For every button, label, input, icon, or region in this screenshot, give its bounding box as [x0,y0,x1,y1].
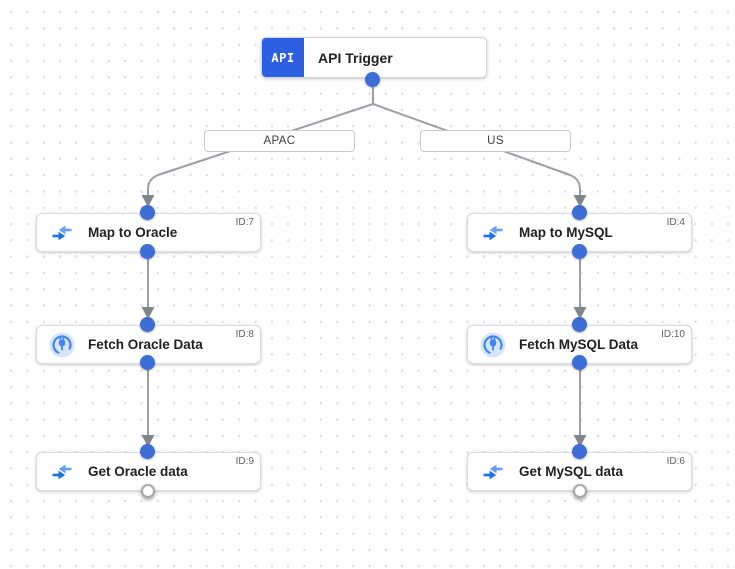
open-output-port[interactable] [141,484,155,498]
task-node-id: ID:4 [666,217,685,228]
api-trigger-node[interactable]: API API Trigger [261,37,487,78]
connector-icon [480,332,506,358]
output-port[interactable] [572,355,587,370]
input-port[interactable] [572,205,587,220]
task-node-id: ID:10 [661,329,685,340]
output-port[interactable] [140,244,155,259]
data-mapping-icon [49,220,75,246]
output-port[interactable] [365,72,380,87]
input-port[interactable] [140,444,155,459]
task-node-id: ID:7 [235,217,254,228]
task-node-title: Fetch Oracle Data [88,337,203,352]
data-mapping-icon [49,459,75,485]
open-output-port[interactable] [573,484,587,498]
task-node-id: ID:6 [666,456,685,467]
task-node-title: Map to Oracle [88,225,178,240]
input-port[interactable] [140,317,155,332]
api-trigger-icon: API [262,38,304,77]
branch-label-apac[interactable]: APAC [204,130,355,152]
task-node-title: Get Oracle data [88,464,188,479]
task-node-title: Fetch MySQL Data [519,337,639,352]
output-port[interactable] [572,244,587,259]
connector-icon [49,332,75,358]
output-port[interactable] [140,355,155,370]
data-mapping-icon [480,220,506,246]
task-node-id: ID:9 [235,456,254,467]
data-mapping-icon [480,459,506,485]
input-port[interactable] [140,205,155,220]
branch-label-us[interactable]: US [420,130,571,152]
task-node-id: ID:8 [235,329,254,340]
task-node-title: Get MySQL data [519,464,624,479]
api-trigger-title: API Trigger [318,49,393,66]
input-port[interactable] [572,444,587,459]
task-node-title: Map to MySQL [519,225,613,240]
input-port[interactable] [572,317,587,332]
